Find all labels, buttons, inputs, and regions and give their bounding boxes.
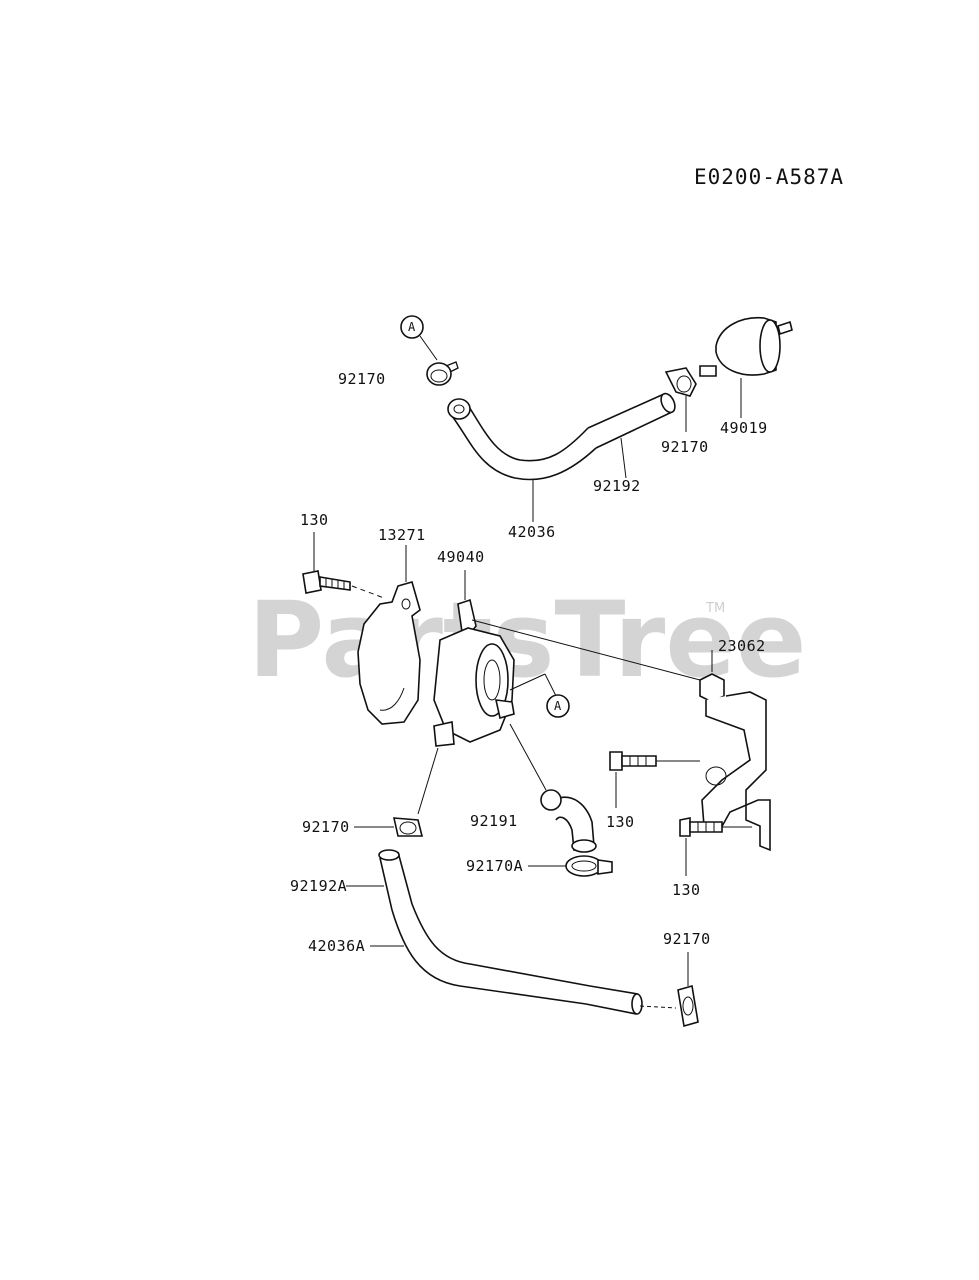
hose-92192[interactable]: [587, 391, 678, 449]
clamp-92170-mid[interactable]: [392, 817, 424, 837]
clamp-92170-top-right[interactable]: [664, 367, 697, 397]
svg-text:A: A: [554, 699, 562, 713]
hose-42036A[interactable]: [391, 903, 643, 1015]
label-92191: 92191: [470, 812, 518, 830]
label-92170-top-left: 92170: [338, 370, 386, 388]
label-42036: 42036: [508, 523, 556, 541]
label-92192A: 92192A: [290, 877, 347, 895]
diagram-code: E0200-A587A: [694, 165, 844, 189]
label-49040: 49040: [437, 548, 485, 566]
label-42036A: 42036A: [308, 937, 365, 955]
fuel-filter-49019[interactable]: [699, 316, 793, 377]
bracket-23062[interactable]: [699, 673, 771, 852]
callout-a-filter: A: [509, 673, 570, 718]
hose-92192A[interactable]: [378, 849, 413, 911]
callout-a-top: A: [400, 315, 438, 361]
label-49019: 49019: [720, 419, 768, 437]
bolt-130-right[interactable]: [609, 751, 657, 771]
clamp-92170A[interactable]: [565, 855, 613, 877]
bracket-13271[interactable]: [357, 581, 421, 725]
bolt-130-upper[interactable]: [302, 570, 351, 594]
label-130-right: 130: [606, 813, 635, 831]
label-92170A: 92170A: [466, 857, 523, 875]
svg-text:A: A: [408, 320, 416, 334]
label-13271: 13271: [378, 526, 426, 544]
fuel-pump-49040[interactable]: [433, 598, 515, 747]
bolt-130-lower[interactable]: [679, 817, 723, 837]
hose-42036[interactable]: [447, 398, 597, 481]
clamp-92170-top-left[interactable]: [426, 361, 459, 386]
label-130-lower: 130: [672, 881, 701, 899]
label-92170-bottom: 92170: [663, 930, 711, 948]
clamp-92170-bottom[interactable]: [677, 984, 699, 1028]
hose-92191[interactable]: [540, 789, 597, 853]
label-92170-top-right: 92170: [661, 438, 709, 456]
watermark-trademark: TM: [705, 601, 725, 616]
label-23062: 23062: [718, 637, 766, 655]
label-130-upper: 130: [300, 511, 329, 529]
label-92170-mid: 92170: [302, 818, 350, 836]
label-92192: 92192: [593, 477, 641, 495]
